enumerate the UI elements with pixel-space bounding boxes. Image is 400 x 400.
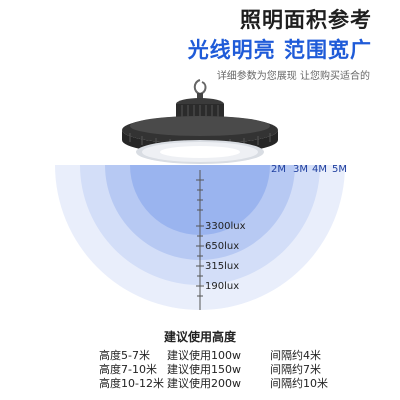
ruler-ticks [196,179,204,297]
recommend-row: 高度10-12米建议使用200w 间隔约10米 [99,375,328,391]
lux-label-315: 315lux [205,261,240,272]
row-height: 高度10-12米 [99,377,164,390]
row-height: 高度7-10米 [99,363,157,376]
recommend-row: 高度7-10米建议使用150w 间隔约7米 [99,361,321,377]
row-height: 高度5-7米 [99,349,150,362]
recommend-row: 高度5-7米 建议使用100w 间隔约4米 [99,347,321,363]
row-spacing: 间隔约4米 [270,349,321,362]
distance-label-3m: 3M [293,164,308,175]
ufo-lamp-icon [122,79,278,164]
lux-label-650: 650lux [205,241,240,252]
distance-label-5m: 5M [332,164,347,175]
row-power: 建议使用100w [167,349,241,362]
row-spacing: 间隔约10米 [270,377,328,390]
row-power: 建议使用200w [167,377,241,390]
recommend-title: 建议使用高度 [163,330,236,344]
headline-caption: 详细参数为您展现 让您购买适合的 [216,71,370,82]
lux-label-190: 190lux [205,281,240,292]
row-power: 建议使用150w [167,363,241,376]
headline-title: 照明面积参考 [240,8,372,32]
distance-label-4m: 4M [312,164,327,175]
distance-label-2m: 2M [271,164,286,175]
headline-subtitle: 光线明亮 范围宽广 [187,38,372,62]
lux-label-3300: 3300lux [205,221,246,232]
row-spacing: 间隔约7米 [270,363,321,376]
